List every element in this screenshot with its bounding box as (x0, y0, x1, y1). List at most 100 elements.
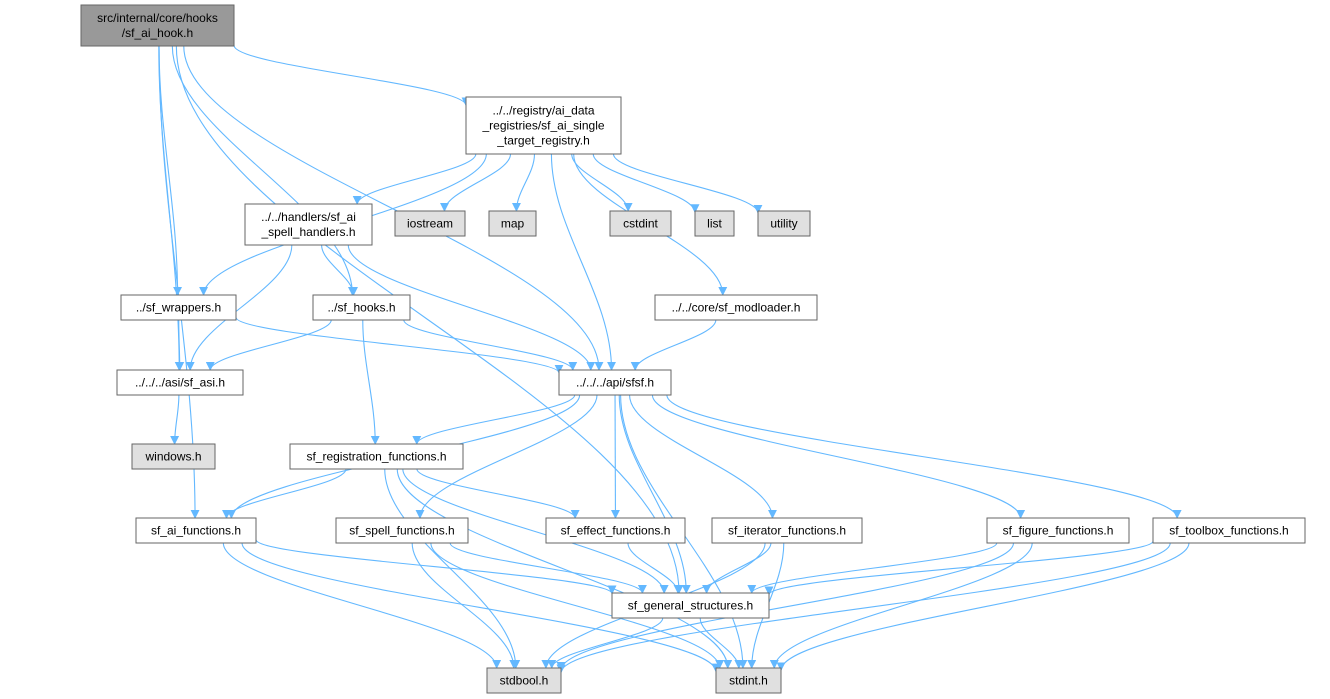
node-general-label-0: sf_general_structures.h (628, 599, 753, 613)
node-cstdint-box (609, 210, 672, 237)
node-hooks-box (312, 294, 411, 321)
node-modloader[interactable]: ../../core/sf_modloader.h (654, 294, 818, 321)
node-windows-box (131, 443, 216, 470)
node-root-label-0: src/internal/core/hooks (97, 11, 218, 25)
node-iostream-label-0: iostream (407, 217, 453, 231)
node-registry[interactable]: ../../registry/ai_data_registries/sf_ai_… (465, 96, 622, 155)
node-wrappers-box (120, 294, 237, 321)
node-spellfn-label-0: sf_spell_functions.h (349, 524, 454, 538)
edge-sfsf-to-regfn (412, 394, 576, 445)
node-spellfn[interactable]: sf_spell_functions.h (335, 517, 469, 544)
edge-sfsf-to-toolfn (666, 394, 1182, 519)
edge-registry-to-cstdint (571, 153, 633, 212)
node-general-box (611, 592, 770, 619)
node-hooks-label-0: ../sf_hooks.h (327, 301, 395, 315)
edge-handlers-to-hooks (321, 244, 359, 296)
edge-figfn-to-stdbool (556, 542, 1015, 672)
edge-sfsf-to-figfn (651, 394, 1026, 519)
node-root-box (80, 4, 235, 47)
edge-aifn-to-general (255, 539, 617, 595)
node-regfn-box (289, 443, 464, 470)
node-effectfn-label-0: sf_effect_functions.h (561, 524, 671, 538)
node-aifn-label-0: sf_ai_functions.h (151, 524, 241, 538)
edge-regfn-to-general (402, 468, 669, 594)
node-list: list (694, 210, 735, 237)
node-map: map (488, 210, 537, 237)
edge-general-to-stdint (699, 617, 744, 669)
node-stdbool: stdbool.h (486, 667, 562, 694)
edge-hooks-to-asi (205, 319, 332, 371)
node-asi-box (116, 369, 244, 396)
node-modloader-label-0: ../../core/sf_modloader.h (672, 301, 801, 315)
edge-iterfn-to-general (702, 542, 772, 594)
node-cstdint: cstdint (609, 210, 672, 237)
node-wrappers[interactable]: ../sf_wrappers.h (120, 294, 237, 321)
node-map-box (488, 210, 537, 237)
node-effectfn[interactable]: sf_effect_functions.h (545, 517, 686, 544)
node-asi[interactable]: ../../../asi/sf_asi.h (116, 369, 244, 396)
node-root-label-1: /sf_ai_hook.h (122, 26, 193, 40)
edge-sfsf-to-iterfn (628, 394, 777, 519)
edge-spellfn-to-general (449, 542, 647, 594)
node-sfsf[interactable]: ../../../api/sfsf.h (558, 369, 672, 396)
node-stdint-label-0: stdint.h (729, 674, 768, 688)
node-sfsf-label-0: ../../../api/sfsf.h (576, 376, 654, 390)
edge-toolfn-to-stdbool (556, 542, 1171, 674)
node-stdint: stdint.h (715, 667, 782, 694)
edge-wrappers-to-asi (175, 319, 185, 371)
edge-hooks-to-sfsf (403, 319, 578, 371)
edge-effectfn-to-general (627, 542, 683, 594)
edge-registry-to-map (511, 153, 536, 212)
edge-spellfn-to-stdint (430, 542, 725, 669)
edge-regfn-to-aifn (222, 468, 347, 519)
node-iostream: iostream (394, 210, 466, 237)
node-handlers-box (244, 203, 373, 246)
node-aifn-box (135, 517, 257, 544)
edge-regfn-to-stdint (396, 468, 733, 669)
node-utility-box (757, 210, 811, 237)
node-toolfn[interactable]: sf_toolbox_functions.h (1152, 517, 1306, 544)
edge-modloader-to-sfsf (630, 319, 717, 371)
node-iterfn-box (711, 517, 863, 544)
node-regfn[interactable]: sf_registration_functions.h (289, 443, 464, 470)
node-spellfn-box (335, 517, 469, 544)
node-utility-label-0: utility (770, 217, 797, 231)
node-handlers-label-0: ../../handlers/sf_ai (261, 210, 356, 224)
node-stdint-box (715, 667, 782, 694)
node-toolfn-box (1152, 517, 1306, 544)
node-iterfn-label-0: sf_iterator_functions.h (728, 524, 846, 538)
edge-sfsf-to-general (618, 394, 691, 594)
edge-root-to-wrappers (158, 45, 183, 296)
edge-regfn-to-effectfn (416, 468, 580, 519)
node-windows-label-0: windows.h (144, 450, 201, 464)
node-list-label-0: list (707, 217, 722, 231)
node-effectfn-box (545, 517, 686, 544)
node-utility: utility (757, 210, 811, 237)
edge-registry-to-iostream (440, 153, 512, 212)
node-list-box (694, 210, 735, 237)
node-aifn[interactable]: sf_ai_functions.h (135, 517, 257, 544)
node-root[interactable]: src/internal/core/hooks/sf_ai_hook.h (80, 4, 235, 47)
node-handlers[interactable]: ../../handlers/sf_ai_spell_handlers.h (244, 203, 373, 246)
node-figfn[interactable]: sf_figure_functions.h (986, 517, 1130, 544)
edge-toolfn-to-stdint (776, 542, 1190, 672)
node-toolfn-label-0: sf_toolbox_functions.h (1169, 524, 1288, 538)
node-figfn-label-0: sf_figure_functions.h (1003, 524, 1114, 538)
edge-aifn-to-stdint (241, 542, 721, 673)
edge-handlers-to-asi (185, 244, 293, 371)
edge-root-to-general (175, 45, 684, 594)
edge-wrappers-to-sfsf (235, 316, 564, 374)
node-iterfn[interactable]: sf_iterator_functions.h (711, 517, 863, 544)
node-cstdint-label-0: cstdint (623, 217, 658, 231)
node-figfn-box (986, 517, 1130, 544)
node-general[interactable]: sf_general_structures.h (611, 592, 770, 619)
node-iostream-box (394, 210, 466, 237)
edge-aifn-to-stdbool (222, 542, 502, 669)
edge-spellfn-to-stdbool (411, 542, 519, 669)
node-regfn-label-0: sf_registration_functions.h (306, 450, 446, 464)
node-sfsf-box (558, 369, 672, 396)
node-hooks[interactable]: ../sf_hooks.h (312, 294, 411, 321)
edges-layer (158, 45, 1190, 674)
edge-general-to-stdbool (547, 617, 664, 669)
edge-root-to-sfsf (183, 45, 604, 371)
